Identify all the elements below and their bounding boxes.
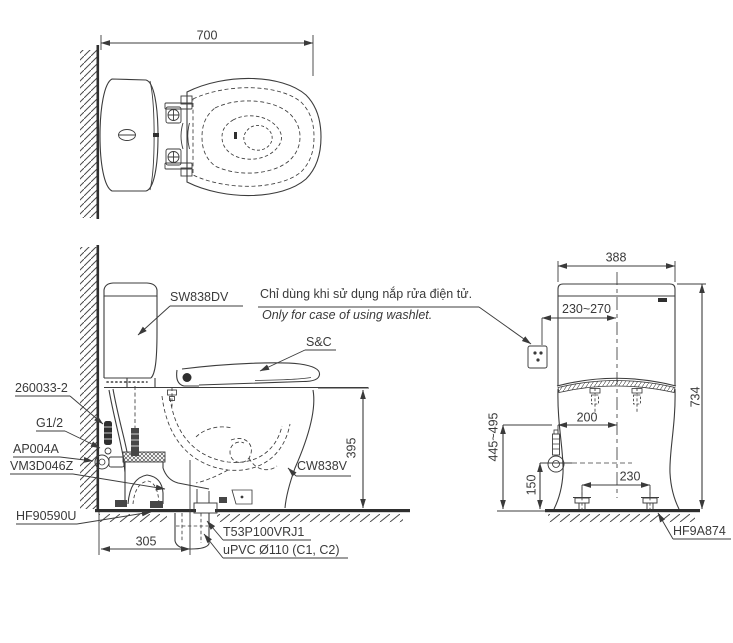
wall-line-side-view [96, 245, 100, 511]
label-bowl-model: CW838V [297, 459, 348, 473]
floor-hatch-side [99, 514, 167, 523]
seat-gasket-band [557, 380, 676, 393]
center-mark [153, 133, 159, 137]
brand-logo-mark [658, 298, 667, 302]
tank-side [103, 282, 158, 387]
dim-total-height-label: 734 [688, 386, 703, 408]
note-english: Only for case of using washlet. [262, 308, 433, 322]
bowl-top-curve [556, 377, 677, 387]
wall-hatch-side-view [80, 247, 97, 509]
top-view [80, 35, 322, 219]
seat-hinge-plan [164, 95, 193, 177]
wall-hatch-top-view [80, 50, 97, 218]
note-vietnamese: Chỉ dùng khi sử dụng nắp rửa điện tử. [260, 287, 473, 301]
floor-hatch-front [548, 514, 695, 523]
dim-rough-in-label: 305 [135, 534, 157, 549]
front-leaders [657, 512, 731, 540]
power-outlet-box [527, 345, 548, 369]
pedestal-left-edge [553, 388, 564, 510]
dim-bolt-spacing-label: 230 [619, 469, 641, 484]
front-dimensions [500, 261, 706, 510]
side-leaders [10, 305, 532, 559]
drain-pipe [174, 513, 210, 550]
wall-line-top-view [96, 45, 100, 219]
label-tank-model: SW838DV [170, 290, 229, 304]
label-outlet-joint: T53P100VRJ1 [223, 525, 305, 539]
label-supply-thread: G1/2 [36, 416, 64, 430]
bowl-interior-dashed [134, 386, 291, 484]
washlet-seat-side [167, 362, 321, 407]
floor-line-side [95, 509, 196, 513]
side-dimensions [98, 387, 369, 555]
side-view [10, 245, 532, 559]
tank-inlet-shank [131, 428, 139, 456]
bowl-opening-dashed [221, 115, 282, 160]
water-surface-dashed [243, 124, 273, 151]
front-view [497, 261, 731, 540]
label-floor-flange: HF90590U [16, 509, 77, 523]
floor-line-front [545, 509, 700, 513]
trap-duct [115, 451, 253, 514]
outlet-flange [193, 502, 218, 514]
note-leader [478, 306, 532, 345]
pedestal-right-edge [669, 388, 680, 510]
bowl-front-curve [284, 389, 315, 509]
hinge-pivot [182, 373, 192, 382]
dim-front-width-label: 388 [605, 250, 627, 265]
label-fitting: 260033-2 [15, 381, 68, 395]
base-bolts [573, 487, 659, 512]
dim-seat-height-label: 395 [344, 437, 359, 459]
trap-seal-hatched [122, 451, 166, 463]
lid-plan-outline [186, 77, 322, 197]
label-seat: S&C [306, 335, 332, 349]
label-drain-pipe: uPVC Ø110 (C1, C2) [223, 543, 340, 557]
dim-supply-offset-label: 200 [576, 410, 598, 425]
seat-plan-dashed [192, 87, 315, 187]
water-supply-side [94, 421, 139, 470]
label-bolt-caps: HF9A874 [673, 524, 726, 538]
dim-outlet-offset-label: 230~270 [562, 302, 612, 316]
dim-top-width-label: 700 [196, 28, 218, 43]
tank-plan-outline [99, 78, 159, 192]
seat-bolt [167, 389, 177, 396]
tank-front [557, 283, 676, 386]
seat-bolt-holes [589, 388, 643, 413]
label-stop-valve: AP004A [13, 442, 59, 456]
label-trap-seal: VM3D046Z [10, 459, 74, 473]
bowl-side-outline [108, 388, 315, 509]
dim-supply-height-label: 445~495 [486, 412, 501, 462]
dim-valve-height-label: 150 [524, 474, 539, 496]
